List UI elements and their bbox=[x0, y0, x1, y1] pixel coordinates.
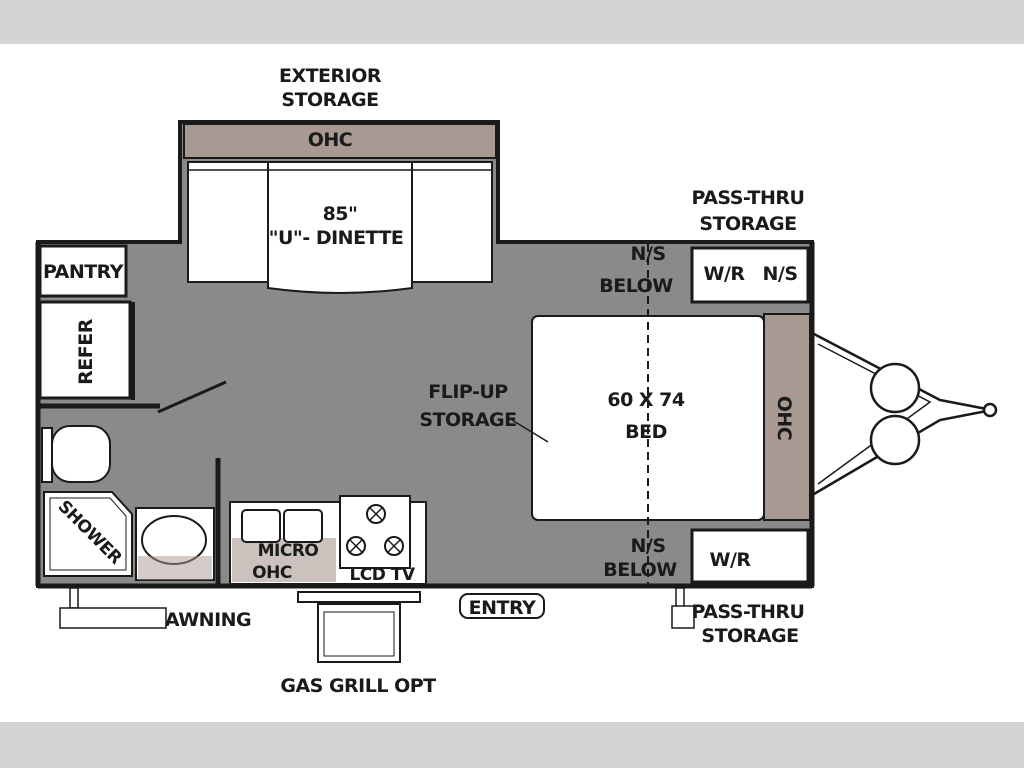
label-wr-top: W/R bbox=[703, 263, 745, 285]
label-dinette-1: 85" bbox=[323, 203, 358, 225]
pantry-cabinet bbox=[38, 244, 128, 298]
label-pass-thru-top-2: STORAGE bbox=[699, 213, 796, 235]
label-micro: MICRO bbox=[258, 541, 319, 561]
pass-thru-bracket bbox=[675, 587, 685, 609]
burner-1-x2 bbox=[369, 507, 383, 521]
kitchen-sink-right bbox=[283, 509, 323, 543]
label-flip-up-2: STORAGE bbox=[419, 409, 516, 431]
awning-bar bbox=[59, 607, 167, 629]
hitch-frame-inner bbox=[817, 343, 932, 485]
label-ns-below-bottom-1: N/S bbox=[630, 535, 665, 557]
dinette-left-seat bbox=[187, 161, 269, 283]
dinette-table bbox=[267, 161, 413, 294]
label-ohc-galley: OHC bbox=[252, 563, 292, 583]
label-dinette-2: "U"- DINETTE bbox=[269, 227, 404, 249]
label-awning: AWNING bbox=[165, 609, 251, 631]
label-wr-bottom: W/R bbox=[709, 549, 751, 571]
label-gas-grill: GAS GRILL OPT bbox=[280, 675, 436, 697]
label-refer: REFER bbox=[75, 318, 97, 385]
label-ns-below-top-2: BELOW bbox=[599, 275, 673, 297]
label-ohc-front: OHC bbox=[773, 396, 795, 441]
shower-inner bbox=[49, 497, 127, 571]
label-exterior-storage-2: STORAGE bbox=[281, 89, 378, 111]
floorplan-diagram: EXTERIOR STORAGE OHC 85" "U"- DINETTE PA… bbox=[35, 65, 998, 697]
bath-door bbox=[157, 380, 227, 414]
toilet-tank bbox=[41, 427, 53, 483]
bath-vanity-ohc bbox=[138, 556, 212, 580]
grill-inner bbox=[323, 611, 395, 657]
wardrobe-bottom bbox=[690, 528, 810, 584]
kitchen-sink-left bbox=[241, 509, 281, 543]
shower-stall bbox=[43, 491, 133, 577]
label-ohc-top: OHC bbox=[308, 129, 353, 151]
label-pass-thru-bottom-1: PASS-THRU bbox=[692, 601, 805, 623]
floorplan-canvas: EXTERIOR STORAGE OHC 85" "U"- DINETTE PA… bbox=[0, 44, 1024, 722]
ohc-front-cabinet bbox=[763, 313, 811, 521]
entry-step bbox=[459, 593, 545, 619]
burner-3-x2 bbox=[387, 539, 401, 553]
label-bed-2: BED bbox=[625, 421, 667, 443]
ohc-top-cabinet bbox=[183, 123, 497, 159]
label-bed-1: 60 X 74 bbox=[607, 389, 685, 411]
flip-up-pointer bbox=[511, 419, 549, 443]
label-lcd-tv: LCD TV bbox=[349, 565, 415, 585]
propane-tank-2 bbox=[869, 414, 921, 466]
label-ns-top: N/S bbox=[762, 263, 797, 285]
label-pantry: PANTRY bbox=[43, 261, 124, 283]
label-ns-below-bottom-2: BELOW bbox=[603, 559, 677, 581]
awning-bracket-left bbox=[69, 587, 79, 609]
label-ns-below-top-1: N/S bbox=[630, 243, 665, 265]
galley-ohc bbox=[232, 538, 336, 582]
pass-thru-bracket-foot bbox=[671, 605, 695, 629]
toilet-bowl bbox=[51, 425, 111, 483]
grill-box bbox=[317, 603, 401, 663]
burner-2-x2 bbox=[349, 539, 363, 553]
grill-bracket bbox=[297, 591, 421, 603]
propane-tank-1 bbox=[869, 362, 921, 414]
wardrobe-top bbox=[690, 246, 810, 304]
hitch-frame bbox=[813, 332, 993, 496]
label-pass-thru-top-1: PASS-THRU bbox=[692, 187, 805, 209]
label-exterior-storage-1: EXTERIOR bbox=[279, 65, 382, 87]
dinette-right-seat bbox=[411, 161, 493, 283]
refer-cabinet bbox=[38, 300, 132, 400]
label-flip-up-1: FLIP-UP bbox=[428, 381, 508, 403]
label-entry: ENTRY bbox=[469, 597, 536, 619]
label-pass-thru-bottom-2: STORAGE bbox=[701, 625, 798, 647]
hitch-coupler bbox=[982, 402, 998, 418]
